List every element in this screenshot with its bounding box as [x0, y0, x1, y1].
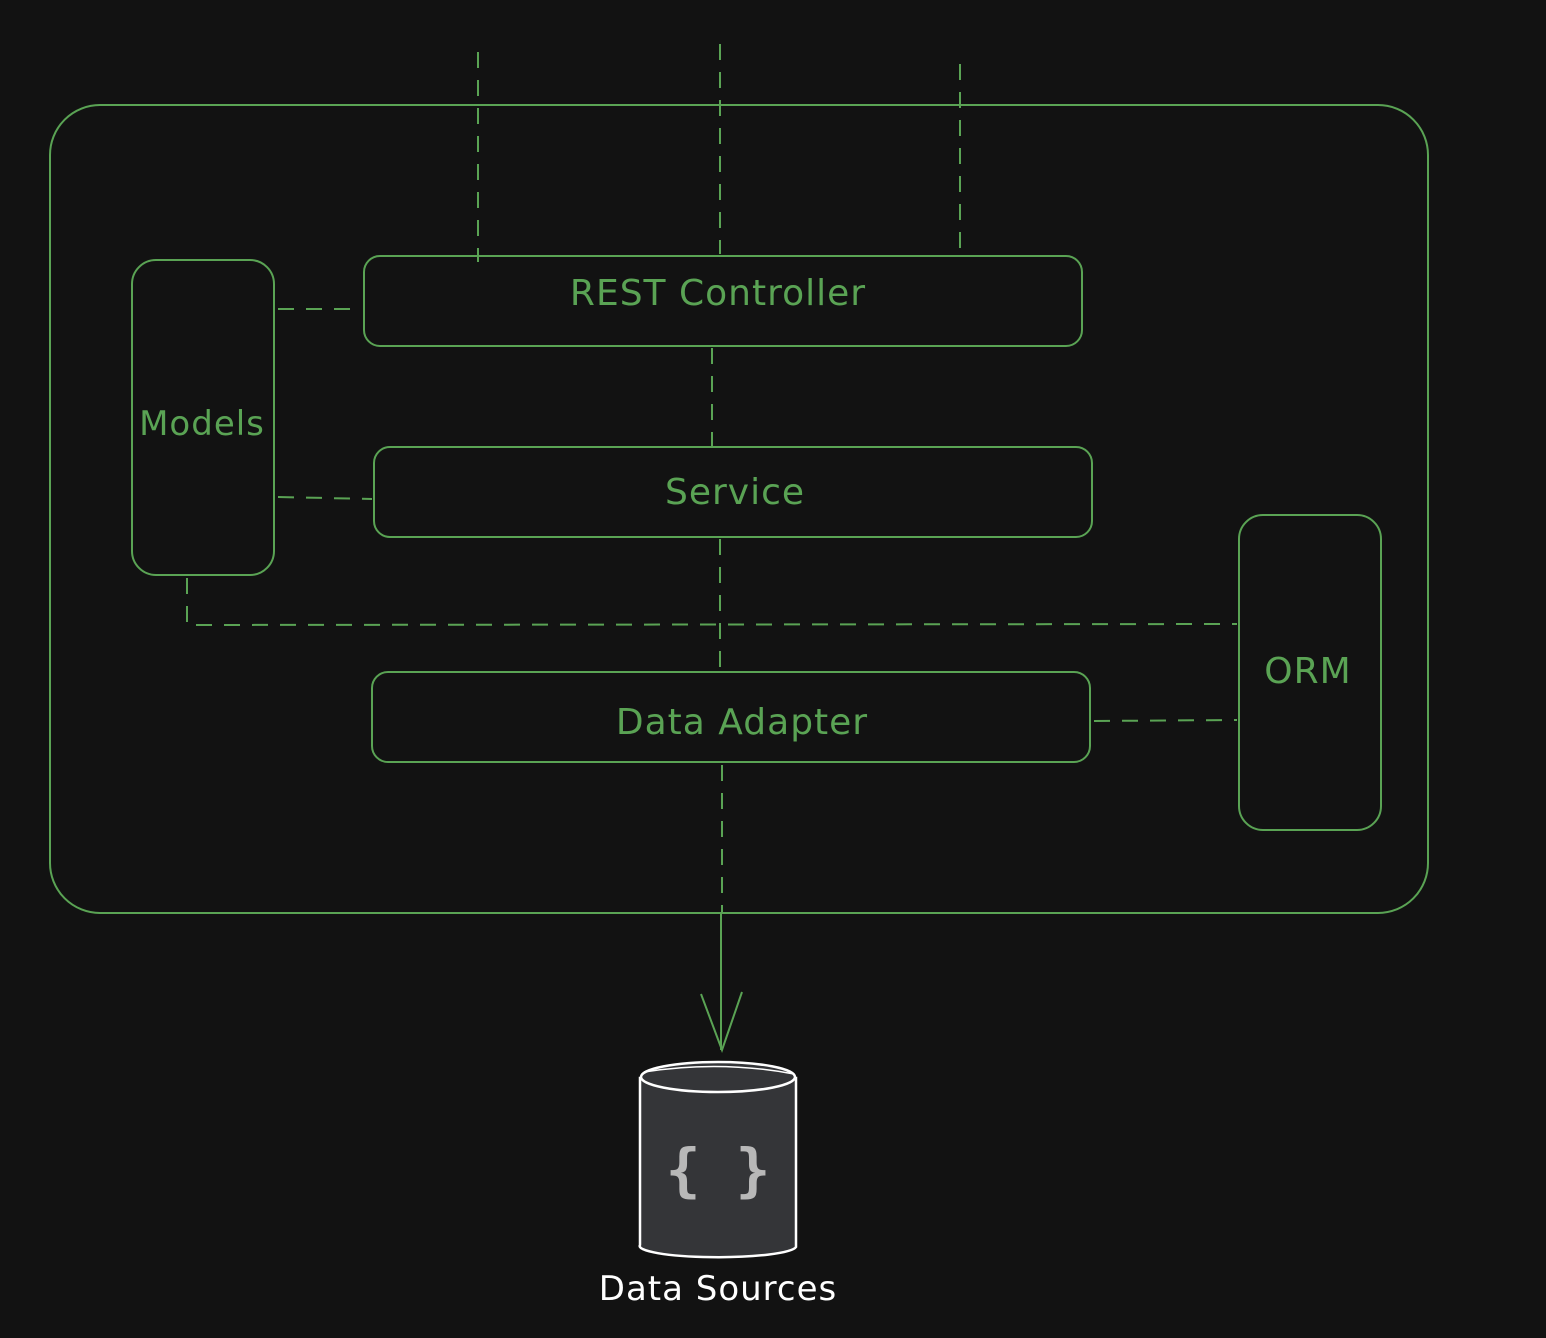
data-adapter-label: Data Adapter — [615, 702, 869, 743]
service-box — [373, 446, 1093, 538]
rest-controller-box — [363, 255, 1083, 347]
service-label: Service — [664, 472, 806, 513]
data-sources-label: Data Sources — [598, 1269, 838, 1309]
orm-box — [1238, 514, 1382, 831]
json-braces-icon: { } — [665, 1136, 771, 1204]
rest-controller-label: REST Controller — [569, 273, 867, 314]
models-box — [131, 259, 275, 576]
adapter-orm-connector — [1093, 719, 1238, 722]
datasource-arrow-head — [700, 991, 743, 1053]
application-container — [49, 104, 1429, 914]
data-adapter-box — [371, 671, 1091, 763]
orm-label: ORM — [1264, 651, 1352, 692]
models-orm-connector — [186, 578, 1238, 627]
models-label: Models — [139, 404, 265, 444]
database-icon — [638, 1060, 798, 1259]
models-service-connector — [277, 496, 373, 500]
